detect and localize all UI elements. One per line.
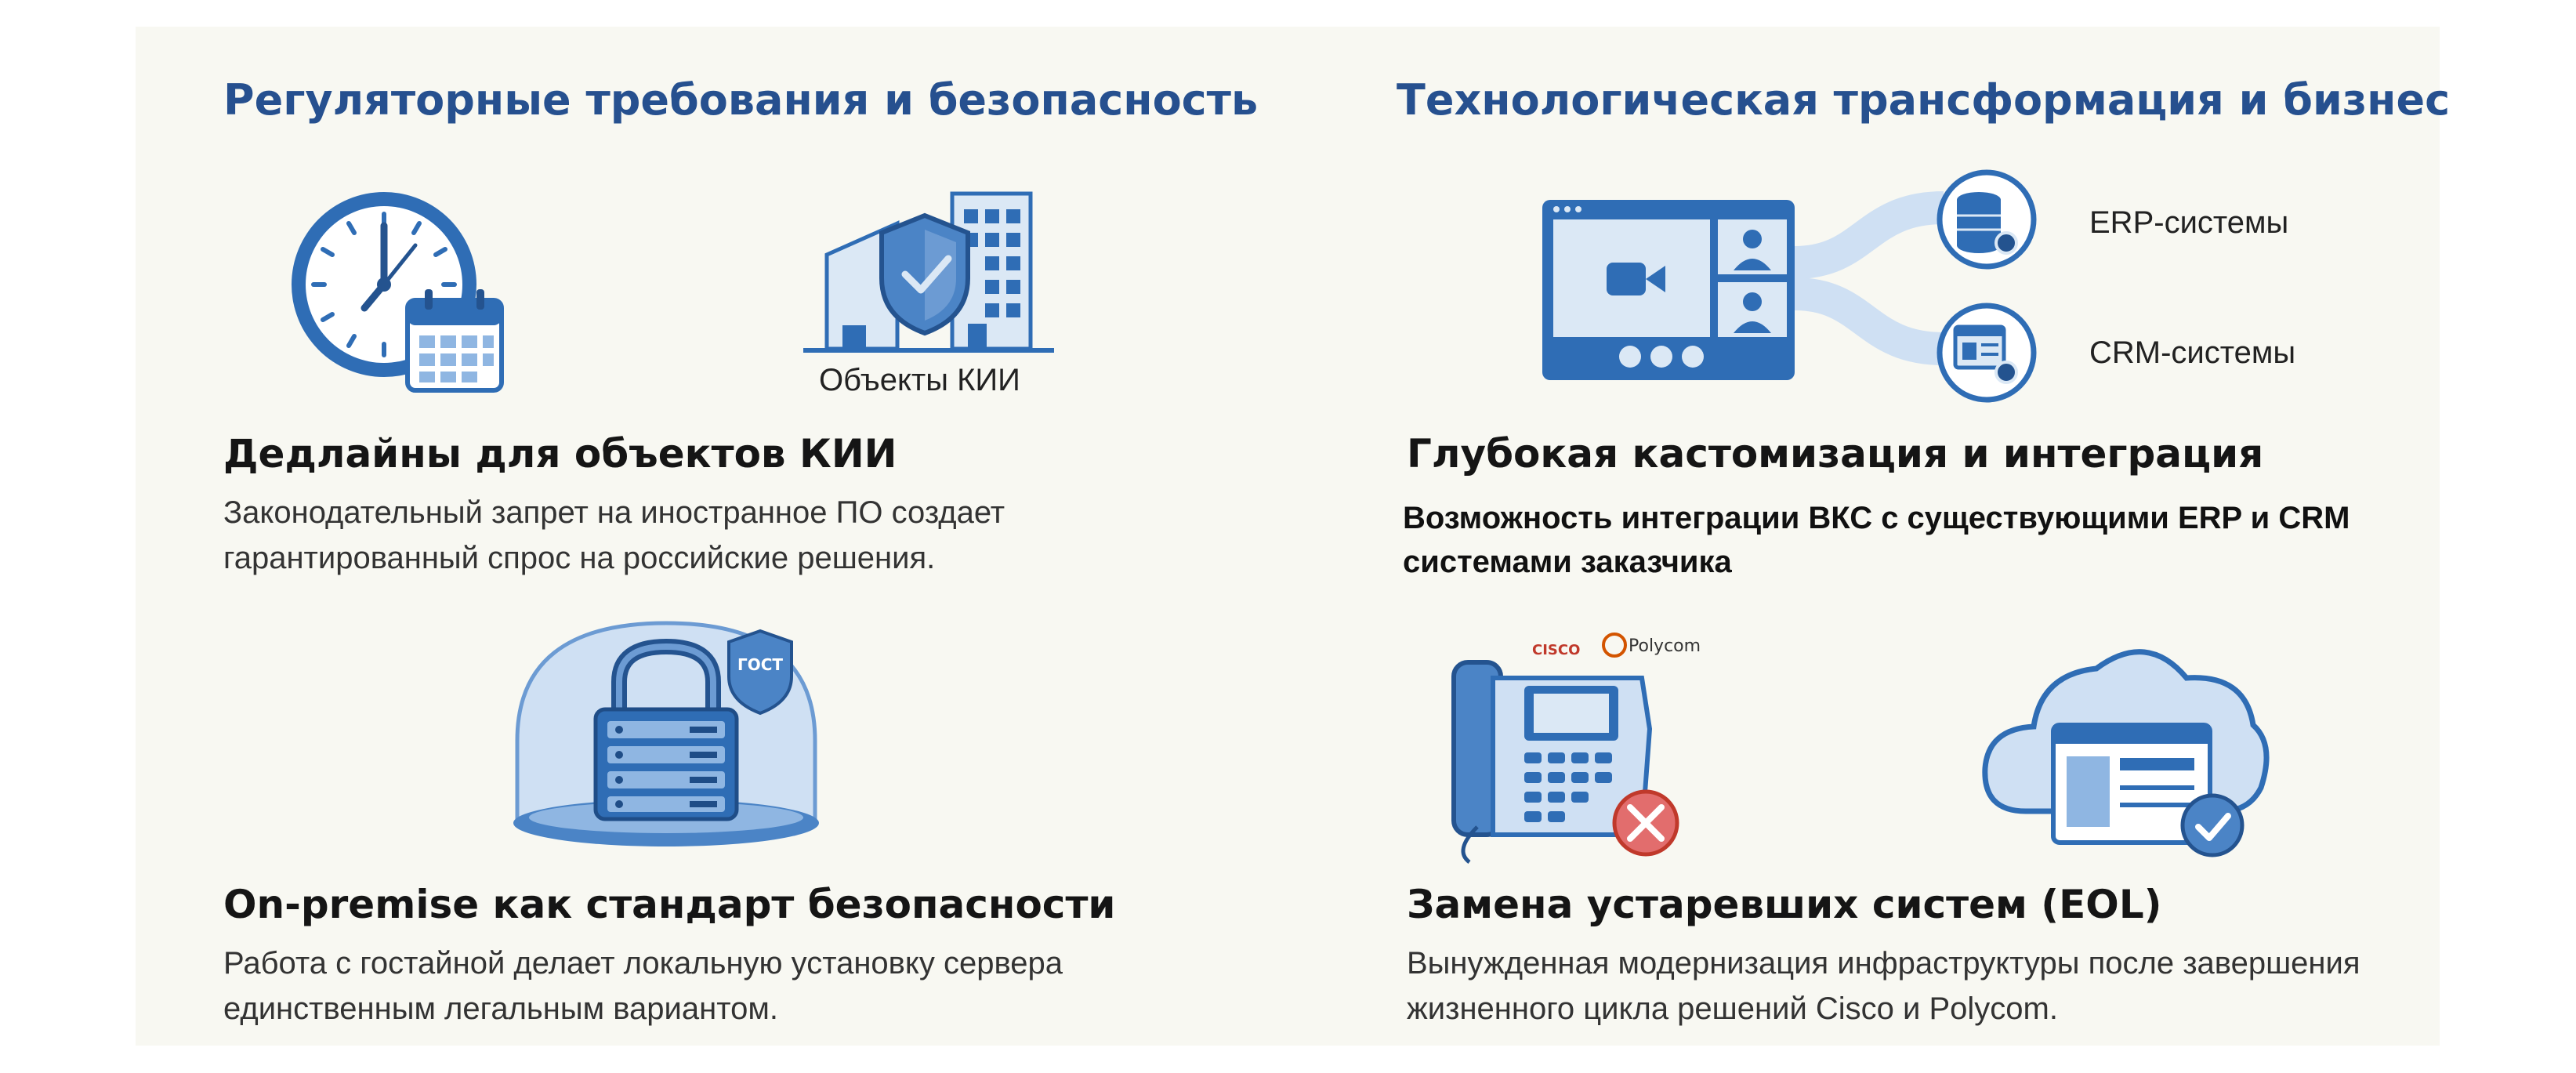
secure-dome-icon: ГОСТ (513, 621, 819, 846)
clock-calendar-icon (292, 192, 504, 393)
heading-eol: Замена устаревших систем (EOL) (1407, 882, 2162, 927)
section-title-regulatory: Регуляторные требования и безопасность (223, 75, 1259, 125)
gost-label: ГОСТ (737, 655, 783, 674)
crm-label: CRM-системы (2089, 335, 2296, 370)
gost-shield-icon: ГОСТ (727, 629, 793, 716)
erp-label: ERP-системы (2089, 205, 2289, 240)
cloud-solution-icon (1982, 649, 2270, 857)
x-mark-icon (1612, 789, 1679, 857)
gear-icon (1994, 361, 2018, 384)
heading-on-premise: On-premise как стандарт безопасности (223, 882, 1116, 927)
legacy-phone-icon: CISCO Polycom (1451, 633, 1701, 864)
heading-customization: Глубокая кастомизация и интеграция (1407, 431, 2264, 477)
heading-kii-deadlines: Дедлайны для объектов КИИ (223, 431, 897, 477)
video-conference-icon (1542, 200, 1795, 380)
section-title-tech: Технологическая трансформация и бизнес (1397, 75, 2451, 125)
ip-phone-icon (1451, 660, 1653, 864)
infographic-panel (136, 27, 2440, 1046)
kii-objects-icon (803, 191, 1054, 353)
text-on-premise: Работа с гостайной делает локальную уста… (223, 946, 1063, 1026)
server-icon (593, 707, 739, 821)
text-kii-deadlines: Законодательный запрет на иностранное ПО… (223, 495, 1005, 575)
integration-icon (1542, 169, 2037, 403)
database-icon (1937, 169, 2037, 270)
polycom-logo: Polycom (1629, 636, 1701, 656)
text-customization: Возможность интеграции ВКС с существующи… (1403, 501, 2350, 579)
check-icon (2180, 793, 2244, 857)
lock-icon (611, 638, 721, 717)
shield-check-icon (879, 212, 970, 336)
cisco-logo: CISCO (1532, 642, 1580, 658)
text-eol: Вынужденная модернизация инфраструктуры … (1407, 946, 2360, 1026)
calendar-icon (405, 289, 504, 393)
kii-objects-label: Объекты КИИ (819, 363, 1020, 397)
crm-window-icon (1937, 303, 2037, 403)
gear-icon (1994, 231, 2018, 255)
